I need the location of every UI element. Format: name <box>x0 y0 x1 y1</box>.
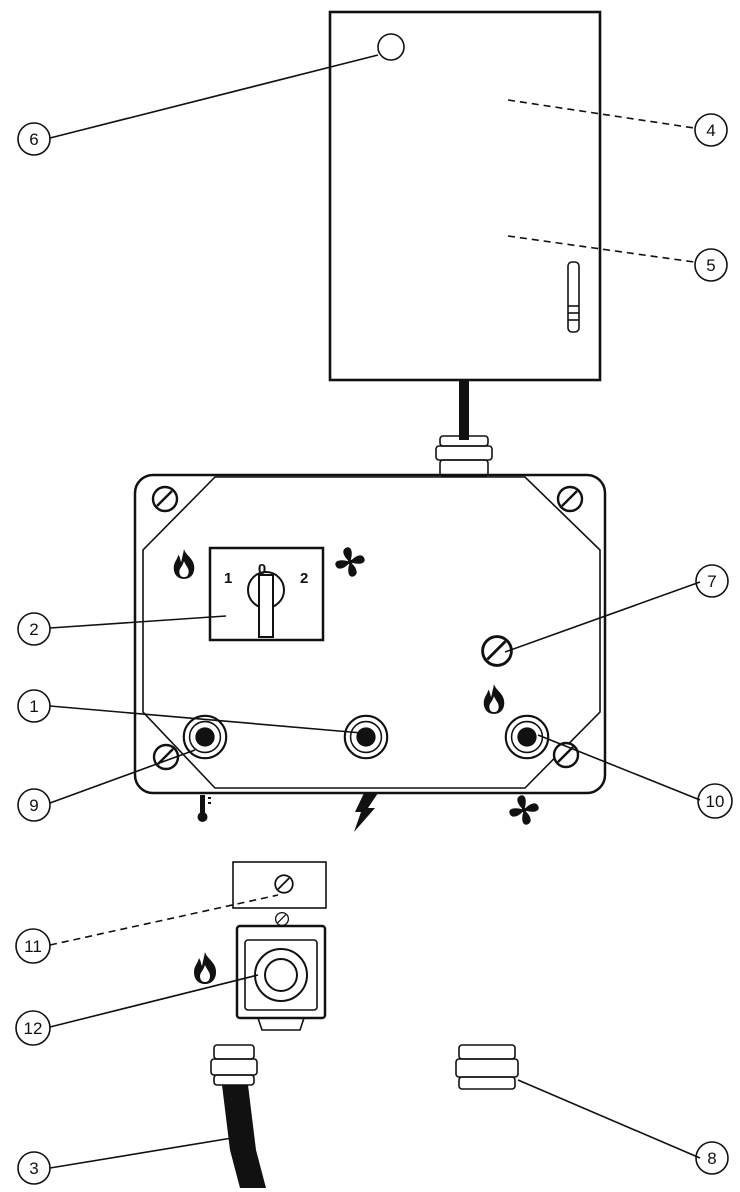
svg-text:4: 4 <box>706 121 715 140</box>
flame-icon <box>483 684 505 714</box>
lamp-power <box>343 714 389 760</box>
top-cable-gland <box>435 435 493 477</box>
terminal-plate <box>232 861 327 909</box>
svg-text:3: 3 <box>29 1159 38 1178</box>
svg-text:6: 6 <box>29 130 38 149</box>
control-box: 1 0 2 <box>133 473 607 1031</box>
sensor-slot <box>567 261 580 333</box>
svg-text:2: 2 <box>29 620 38 639</box>
svg-text:12: 12 <box>24 1019 43 1038</box>
svg-text:9: 9 <box>29 796 38 815</box>
flame-icon <box>194 952 216 984</box>
callout-3: 3 <box>17 1151 51 1185</box>
selector-switch[interactable]: 1 0 2 <box>208 546 325 642</box>
svg-text:10: 10 <box>706 792 725 811</box>
flame-icon <box>173 549 195 579</box>
callout-4: 4 <box>694 113 728 147</box>
box-lid <box>142 476 601 789</box>
sensor-housing <box>328 10 602 382</box>
callout-11: 11 <box>15 928 51 964</box>
svg-text:5: 5 <box>706 256 715 275</box>
callout-12: 12 <box>15 1010 51 1046</box>
connecting-cable <box>459 380 469 440</box>
svg-text:1: 1 <box>29 697 38 716</box>
callout-8: 8 <box>695 1141 729 1175</box>
callout-5: 5 <box>694 248 728 282</box>
corner-screw-top-right <box>556 485 584 513</box>
connector-screw <box>274 911 290 927</box>
callout-7: 7 <box>695 564 729 598</box>
fan-icon <box>335 547 365 577</box>
callout-9: 9 <box>17 788 51 822</box>
lightning-icon <box>354 793 378 832</box>
power-cable <box>222 1085 266 1188</box>
bottom-left-cable-gland <box>210 1044 258 1086</box>
switch-position-2: 2 <box>300 570 308 587</box>
callout-1: 1 <box>17 689 51 723</box>
sensor-module <box>328 10 602 382</box>
callout-6: 6 <box>17 122 51 156</box>
callout-10: 10 <box>697 783 733 819</box>
leader-lines <box>49 54 701 1169</box>
callout-2: 2 <box>17 612 51 646</box>
svg-text:7: 7 <box>707 572 716 591</box>
switch-knob[interactable] <box>258 574 274 638</box>
bottom-right-cable-gland <box>455 1044 519 1090</box>
svg-text:11: 11 <box>24 937 42 956</box>
switch-position-1: 1 <box>224 570 232 587</box>
burner-connector <box>235 924 327 1031</box>
fan-icon <box>509 795 539 825</box>
corner-screw-top-left <box>151 485 179 513</box>
thermometer-icon <box>197 795 211 822</box>
svg-text:8: 8 <box>707 1149 716 1168</box>
switch-position-0: 0 <box>258 561 266 578</box>
terminal-screw <box>274 874 294 894</box>
indicator-hole <box>377 33 405 61</box>
